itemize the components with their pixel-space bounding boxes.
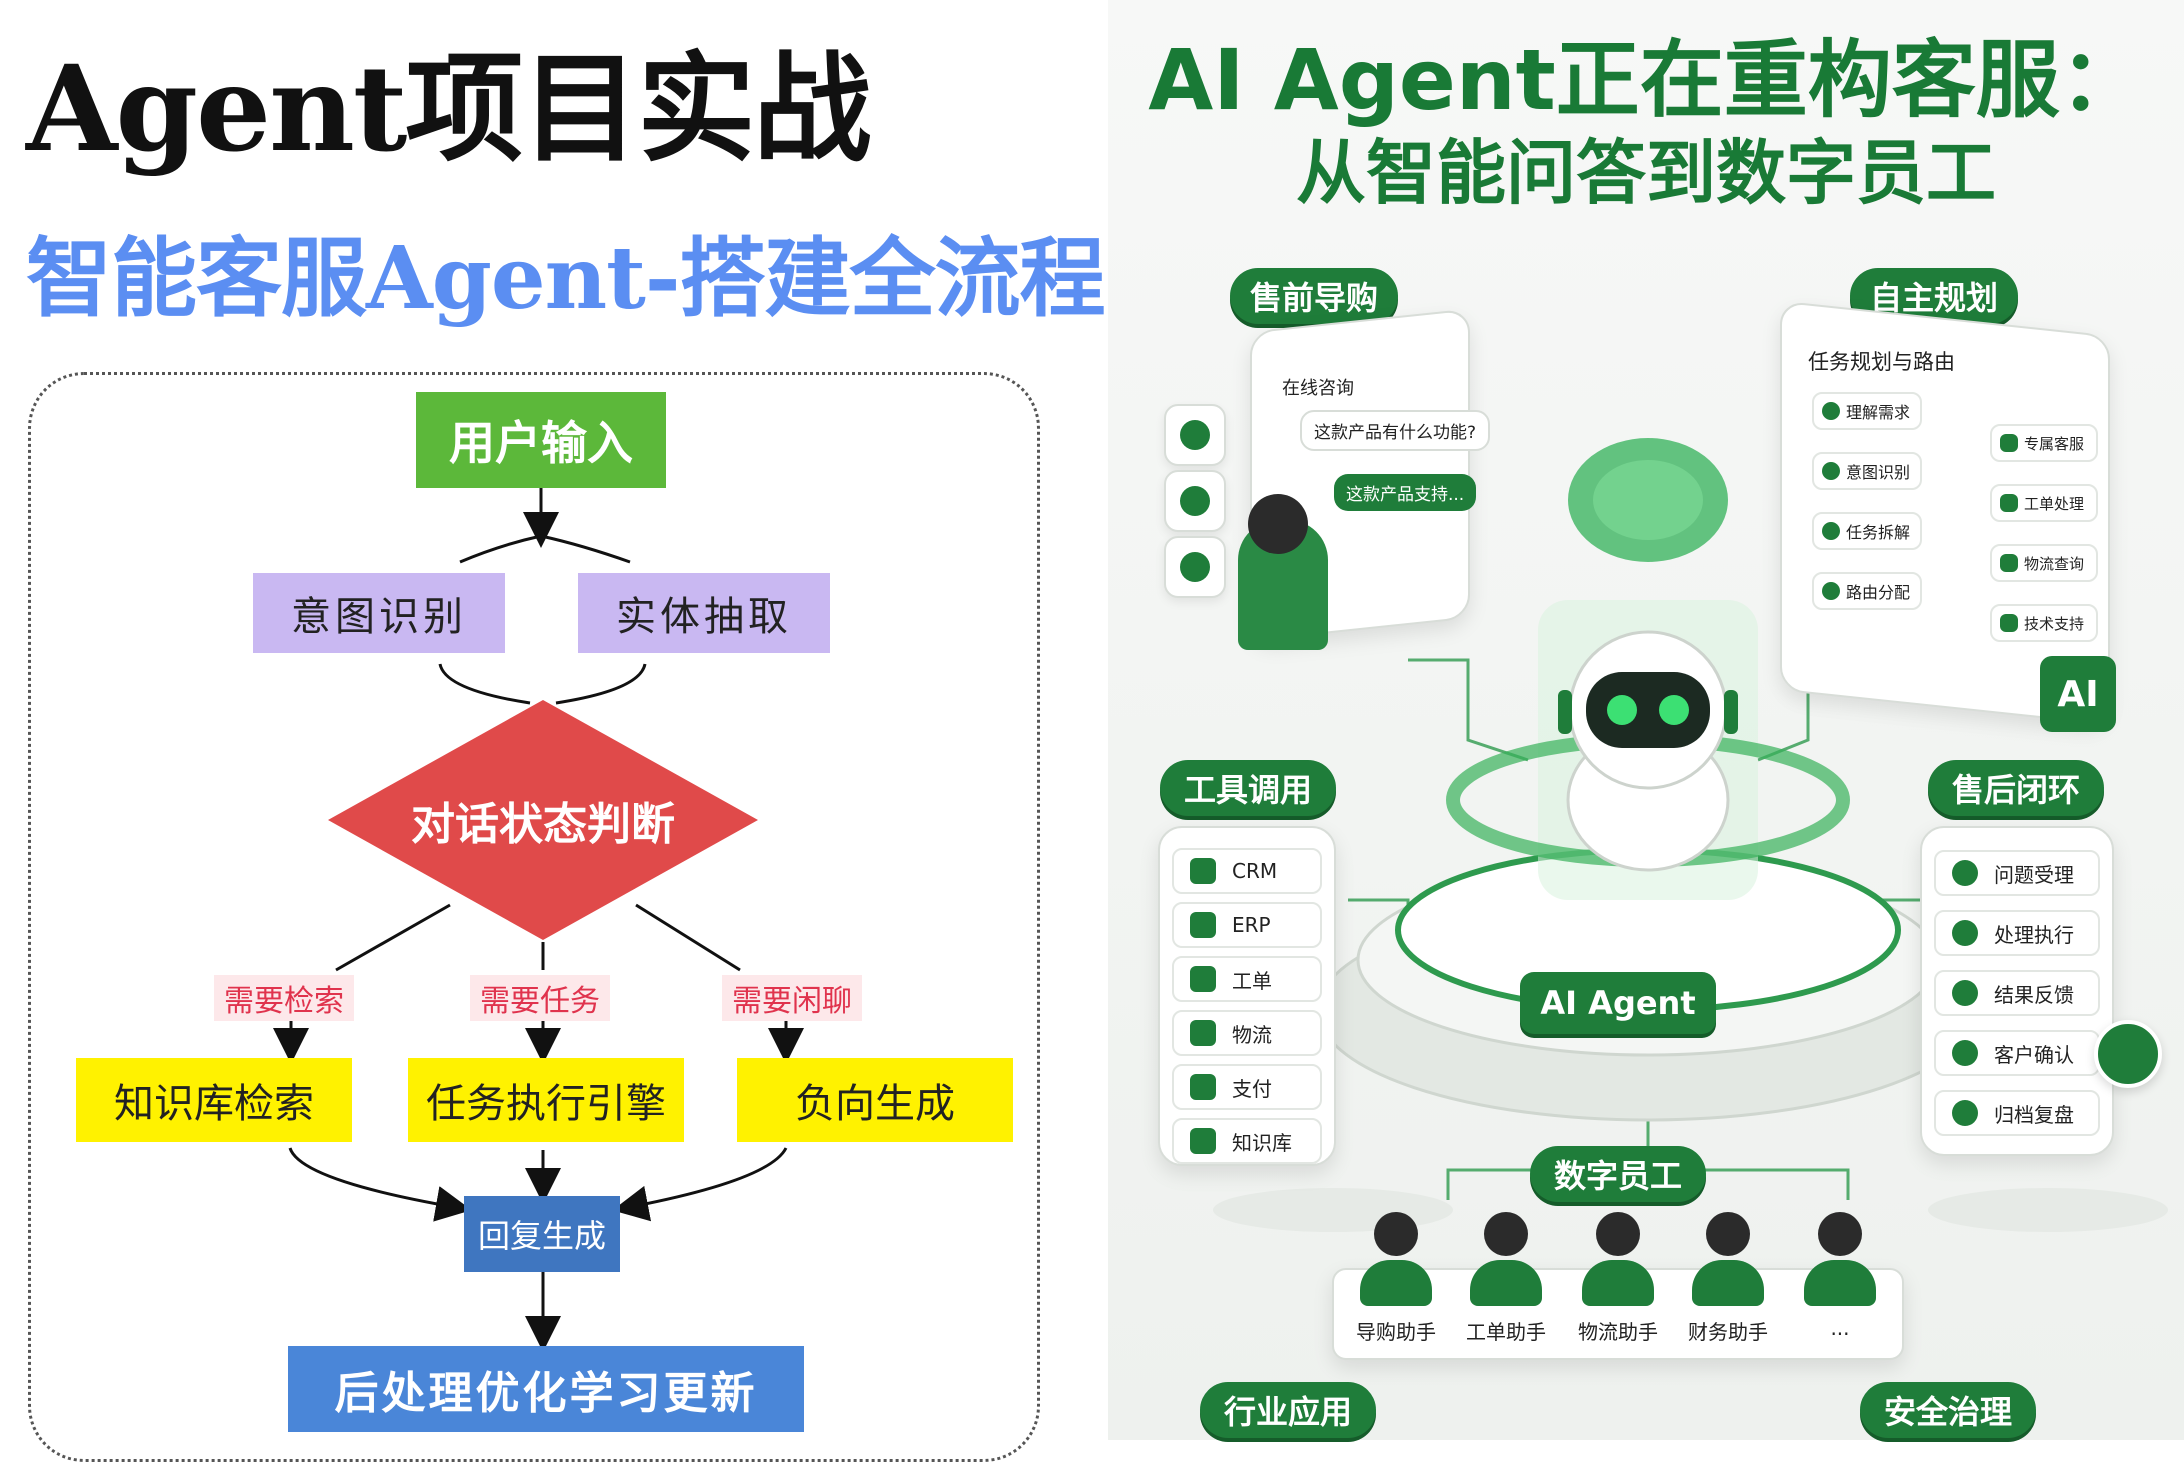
voice-wave-icon bbox=[1164, 536, 1226, 598]
merge-from-intent bbox=[438, 663, 531, 705]
tool-ticket: 工单 bbox=[1172, 956, 1322, 1002]
node-dialog-state-judge: 对话状态判断 bbox=[411, 799, 675, 850]
employee-label-5: ... bbox=[1830, 1316, 1850, 1340]
node-negative-generation: 负向生成 bbox=[737, 1058, 1013, 1142]
branch-tag-retrieval: 需要检索 bbox=[214, 975, 354, 1021]
employee-shopping-assistant bbox=[1360, 1212, 1432, 1308]
customer-head-icon bbox=[1248, 494, 1308, 554]
node-kb-search: 知识库检索 bbox=[76, 1058, 352, 1142]
tool-knowledge-base: 知识库 bbox=[1172, 1118, 1322, 1164]
tool-logistics: 物流 bbox=[1172, 1010, 1322, 1056]
ai-badge: AI bbox=[2040, 656, 2116, 732]
chat-icon bbox=[1164, 404, 1226, 466]
branch-line-left bbox=[335, 903, 451, 972]
label-digital-employees: 数字员工 bbox=[1530, 1146, 1706, 1202]
route-dedicated-service: 专属客服 bbox=[1990, 424, 2098, 462]
node-post-processing: 后处理优化学习更新 bbox=[288, 1346, 804, 1432]
phone-icon bbox=[1164, 470, 1226, 532]
page-subtitle: 智能客服Agent-搭建全流程 bbox=[26, 228, 1106, 329]
infographic-title: AI Agent正在重构客服： bbox=[1148, 31, 2144, 129]
tool-erp: ERP bbox=[1172, 902, 1322, 948]
label-industry-applications: 行业应用 bbox=[1200, 1382, 1376, 1438]
decision-diamond bbox=[328, 700, 758, 940]
core-ai-agent-label: AI Agent bbox=[1520, 972, 1716, 1034]
plan-step-4: 路由分配 bbox=[1812, 572, 1922, 610]
chat-user-message: 这款产品有什么功能? bbox=[1300, 410, 1491, 451]
route-ticket: 工单处理 bbox=[1990, 484, 2098, 522]
node-intent-recognition: 意图识别 bbox=[253, 573, 505, 653]
branch-tag-chat: 需要闲聊 bbox=[722, 975, 862, 1021]
employee-logistics-assistant bbox=[1582, 1212, 1654, 1308]
employee-label-1: 导购助手 bbox=[1356, 1320, 1436, 1344]
page-title: Agent项目实战 bbox=[26, 39, 871, 178]
aftersales-step-2: 处理执行 bbox=[1934, 910, 2100, 956]
tool-crm: CRM bbox=[1172, 848, 1322, 894]
tool-payment: 支付 bbox=[1172, 1064, 1322, 1110]
route-logistics: 物流查询 bbox=[1990, 544, 2098, 582]
employee-label-4: 财务助手 bbox=[1688, 1320, 1768, 1344]
employee-ticket-assistant bbox=[1470, 1212, 1542, 1308]
employee-label-3: 物流助手 bbox=[1578, 1320, 1658, 1344]
node-user-input: 用户输入 bbox=[416, 392, 666, 488]
aftersales-step-1: 问题受理 bbox=[1934, 850, 2100, 896]
employee-more bbox=[1804, 1212, 1876, 1308]
merge-from-entity bbox=[555, 663, 647, 705]
plan-step-2: 意图识别 bbox=[1812, 452, 1922, 490]
planning-title: 任务规划与路由 bbox=[1808, 350, 1955, 374]
arrow-kb-to-reply bbox=[288, 1147, 472, 1222]
label-tool-calling: 工具调用 bbox=[1160, 760, 1336, 816]
employee-finance-assistant bbox=[1692, 1212, 1764, 1308]
aftersales-step-5: 归档复盘 bbox=[1934, 1090, 2100, 1136]
aftersales-step-3: 结果反馈 bbox=[1934, 970, 2100, 1016]
branch-tag-task: 需要任务 bbox=[470, 975, 610, 1021]
plan-step-3: 任务拆解 bbox=[1812, 512, 1922, 550]
node-task-engine: 任务执行引擎 bbox=[408, 1058, 684, 1142]
label-presales: 售前导购 bbox=[1230, 268, 1398, 324]
check-circle-icon bbox=[2094, 1020, 2162, 1088]
arrow-neg-to-reply bbox=[612, 1147, 788, 1222]
chat-title: 在线咨询 bbox=[1282, 378, 1354, 399]
employee-label-2: 工单助手 bbox=[1466, 1320, 1546, 1344]
plan-step-1: 理解需求 bbox=[1812, 392, 1922, 430]
label-aftersales-loop: 售后闭环 bbox=[1928, 760, 2104, 816]
chat-bot-message: 这款产品支持... bbox=[1334, 474, 1477, 511]
route-tech-support: 技术支持 bbox=[1990, 604, 2098, 642]
infographic-subtitle: 从智能问答到数字员工 bbox=[1296, 132, 1996, 214]
label-security-governance: 安全治理 bbox=[1860, 1382, 2036, 1438]
flowchart-connectors bbox=[273, 488, 804, 1352]
node-entity-extraction: 实体抽取 bbox=[578, 573, 830, 653]
node-reply-generation: 回复生成 bbox=[464, 1196, 620, 1272]
branch-line-right bbox=[635, 903, 741, 972]
split-to-intent-entity bbox=[459, 534, 631, 564]
aftersales-step-4: 客户确认 bbox=[1934, 1030, 2100, 1076]
